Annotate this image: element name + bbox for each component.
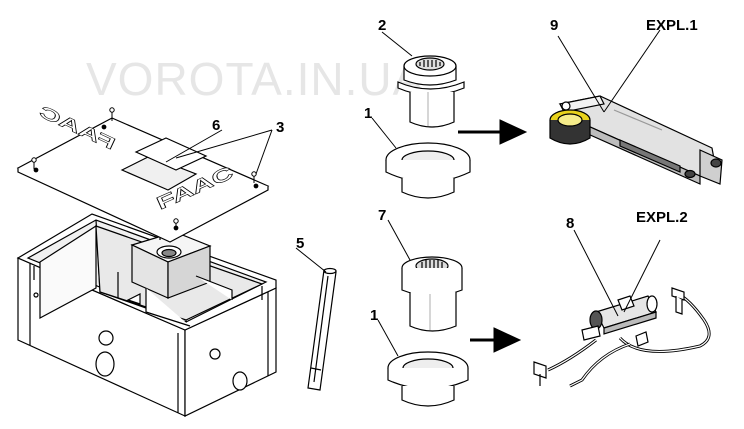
callout-expl1: EXPL.1 (646, 17, 698, 34)
cover-plate (16, 117, 270, 243)
expl1-leaders (557, 29, 661, 113)
callout-2: 2 (378, 17, 387, 34)
expl2-leaders (573, 229, 661, 317)
callout-7: 7 (378, 207, 387, 224)
callout-9: 9 (550, 17, 559, 34)
bearing-ring-1-bottom (387, 351, 469, 407)
bushing-2 (397, 55, 465, 128)
callout-3: 3 (276, 119, 285, 136)
expl2-hydraulic-assembly (533, 287, 711, 388)
assembly-arrow-bottom (470, 327, 522, 353)
callout-8: 8 (566, 215, 575, 232)
foundation-box (16, 213, 277, 417)
callout-expl2: EXPL.2 (636, 209, 688, 226)
callout-leaders (165, 31, 413, 357)
bushing-7 (401, 256, 463, 332)
assembly-arrow-top (458, 119, 528, 145)
expl1-lever-assembly (549, 95, 723, 185)
release-lever-bar (307, 267, 337, 391)
bearing-ring-1-top (385, 142, 471, 199)
callout-1-bottom: 1 (370, 307, 379, 324)
callout-6: 6 (212, 117, 221, 134)
callout-5: 5 (296, 235, 305, 252)
callout-1-top: 1 (364, 105, 373, 122)
watermark-text: VOROTA.IN.UA (86, 53, 425, 105)
